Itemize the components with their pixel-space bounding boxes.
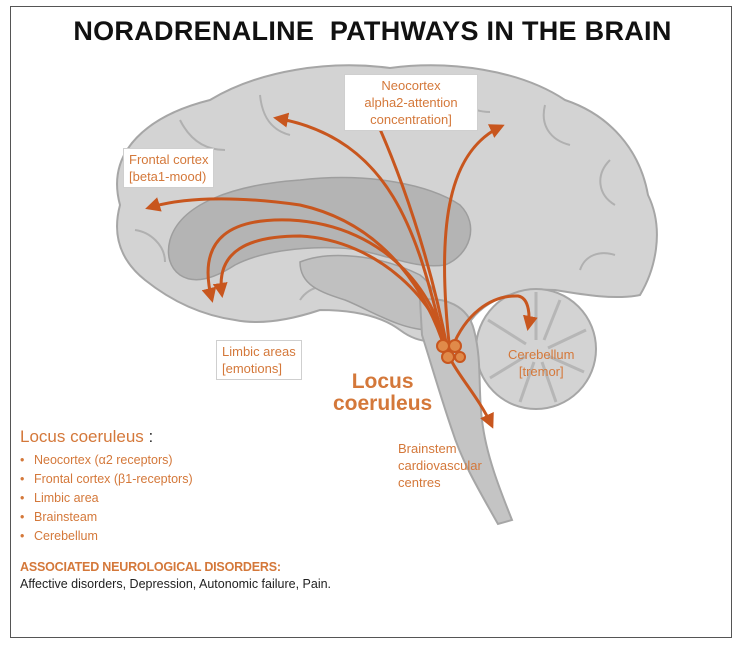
bullet-icon: •: [20, 472, 25, 486]
bullet-icon: •: [20, 510, 25, 524]
bullet-icon: •: [20, 453, 25, 467]
disorders-heading: ASSOCIATED NEUROLOGICAL DISORDERS:: [20, 560, 281, 574]
label-cerebellum: Cerebellum [tremor]: [508, 347, 575, 379]
arrow-limbic: [201, 218, 448, 355]
legend-item: •Brainsteam: [20, 508, 360, 527]
legend-heading-colon: :: [143, 427, 154, 446]
label-brainstem: Brainstem cardiovascular centres: [398, 441, 482, 490]
arrow-neocortex-right: [442, 124, 505, 353]
legend-item: •Neocortex (α2 receptors): [20, 451, 360, 470]
arrow-neocortex-left: [273, 112, 448, 351]
legend-list: •Neocortex (α2 receptors) •Frontal corte…: [20, 451, 360, 546]
label-limbic-areas: Limbic areas [emotions]: [216, 340, 302, 380]
arrow-limbic-inner: [212, 234, 450, 355]
legend-heading-text: Locus coeruleus: [20, 427, 144, 446]
diagram-title: NORADRENALINE PATHWAYS IN THE BRAIN: [73, 16, 672, 46]
label-locus-coeruleus: Locus coeruleus: [333, 370, 433, 415]
legend-heading: Locus coeruleus :: [20, 426, 360, 448]
legend-item: •Frontal cortex (β1-receptors): [20, 470, 360, 489]
locus-coeruleus-nucleus: [436, 339, 466, 364]
legend: Locus coeruleus : •Neocortex (α2 recepto…: [20, 426, 360, 593]
label-frontal-cortex: Frontal cortex [beta1-mood): [123, 148, 215, 188]
bullet-icon: •: [20, 491, 25, 505]
limbic-region: [167, 176, 472, 281]
arrow-cerebellum: [450, 294, 538, 349]
disorders-text: Affective disorders, Depression, Autonom…: [20, 577, 332, 591]
arrow-brainstem: [450, 361, 494, 429]
legend-item: •Cerebellum: [20, 527, 360, 546]
legend-item: •Limbic area: [20, 489, 360, 508]
label-neocortex: Neocortex alpha2-attention concentration…: [344, 74, 478, 131]
bullet-icon: •: [20, 529, 25, 543]
